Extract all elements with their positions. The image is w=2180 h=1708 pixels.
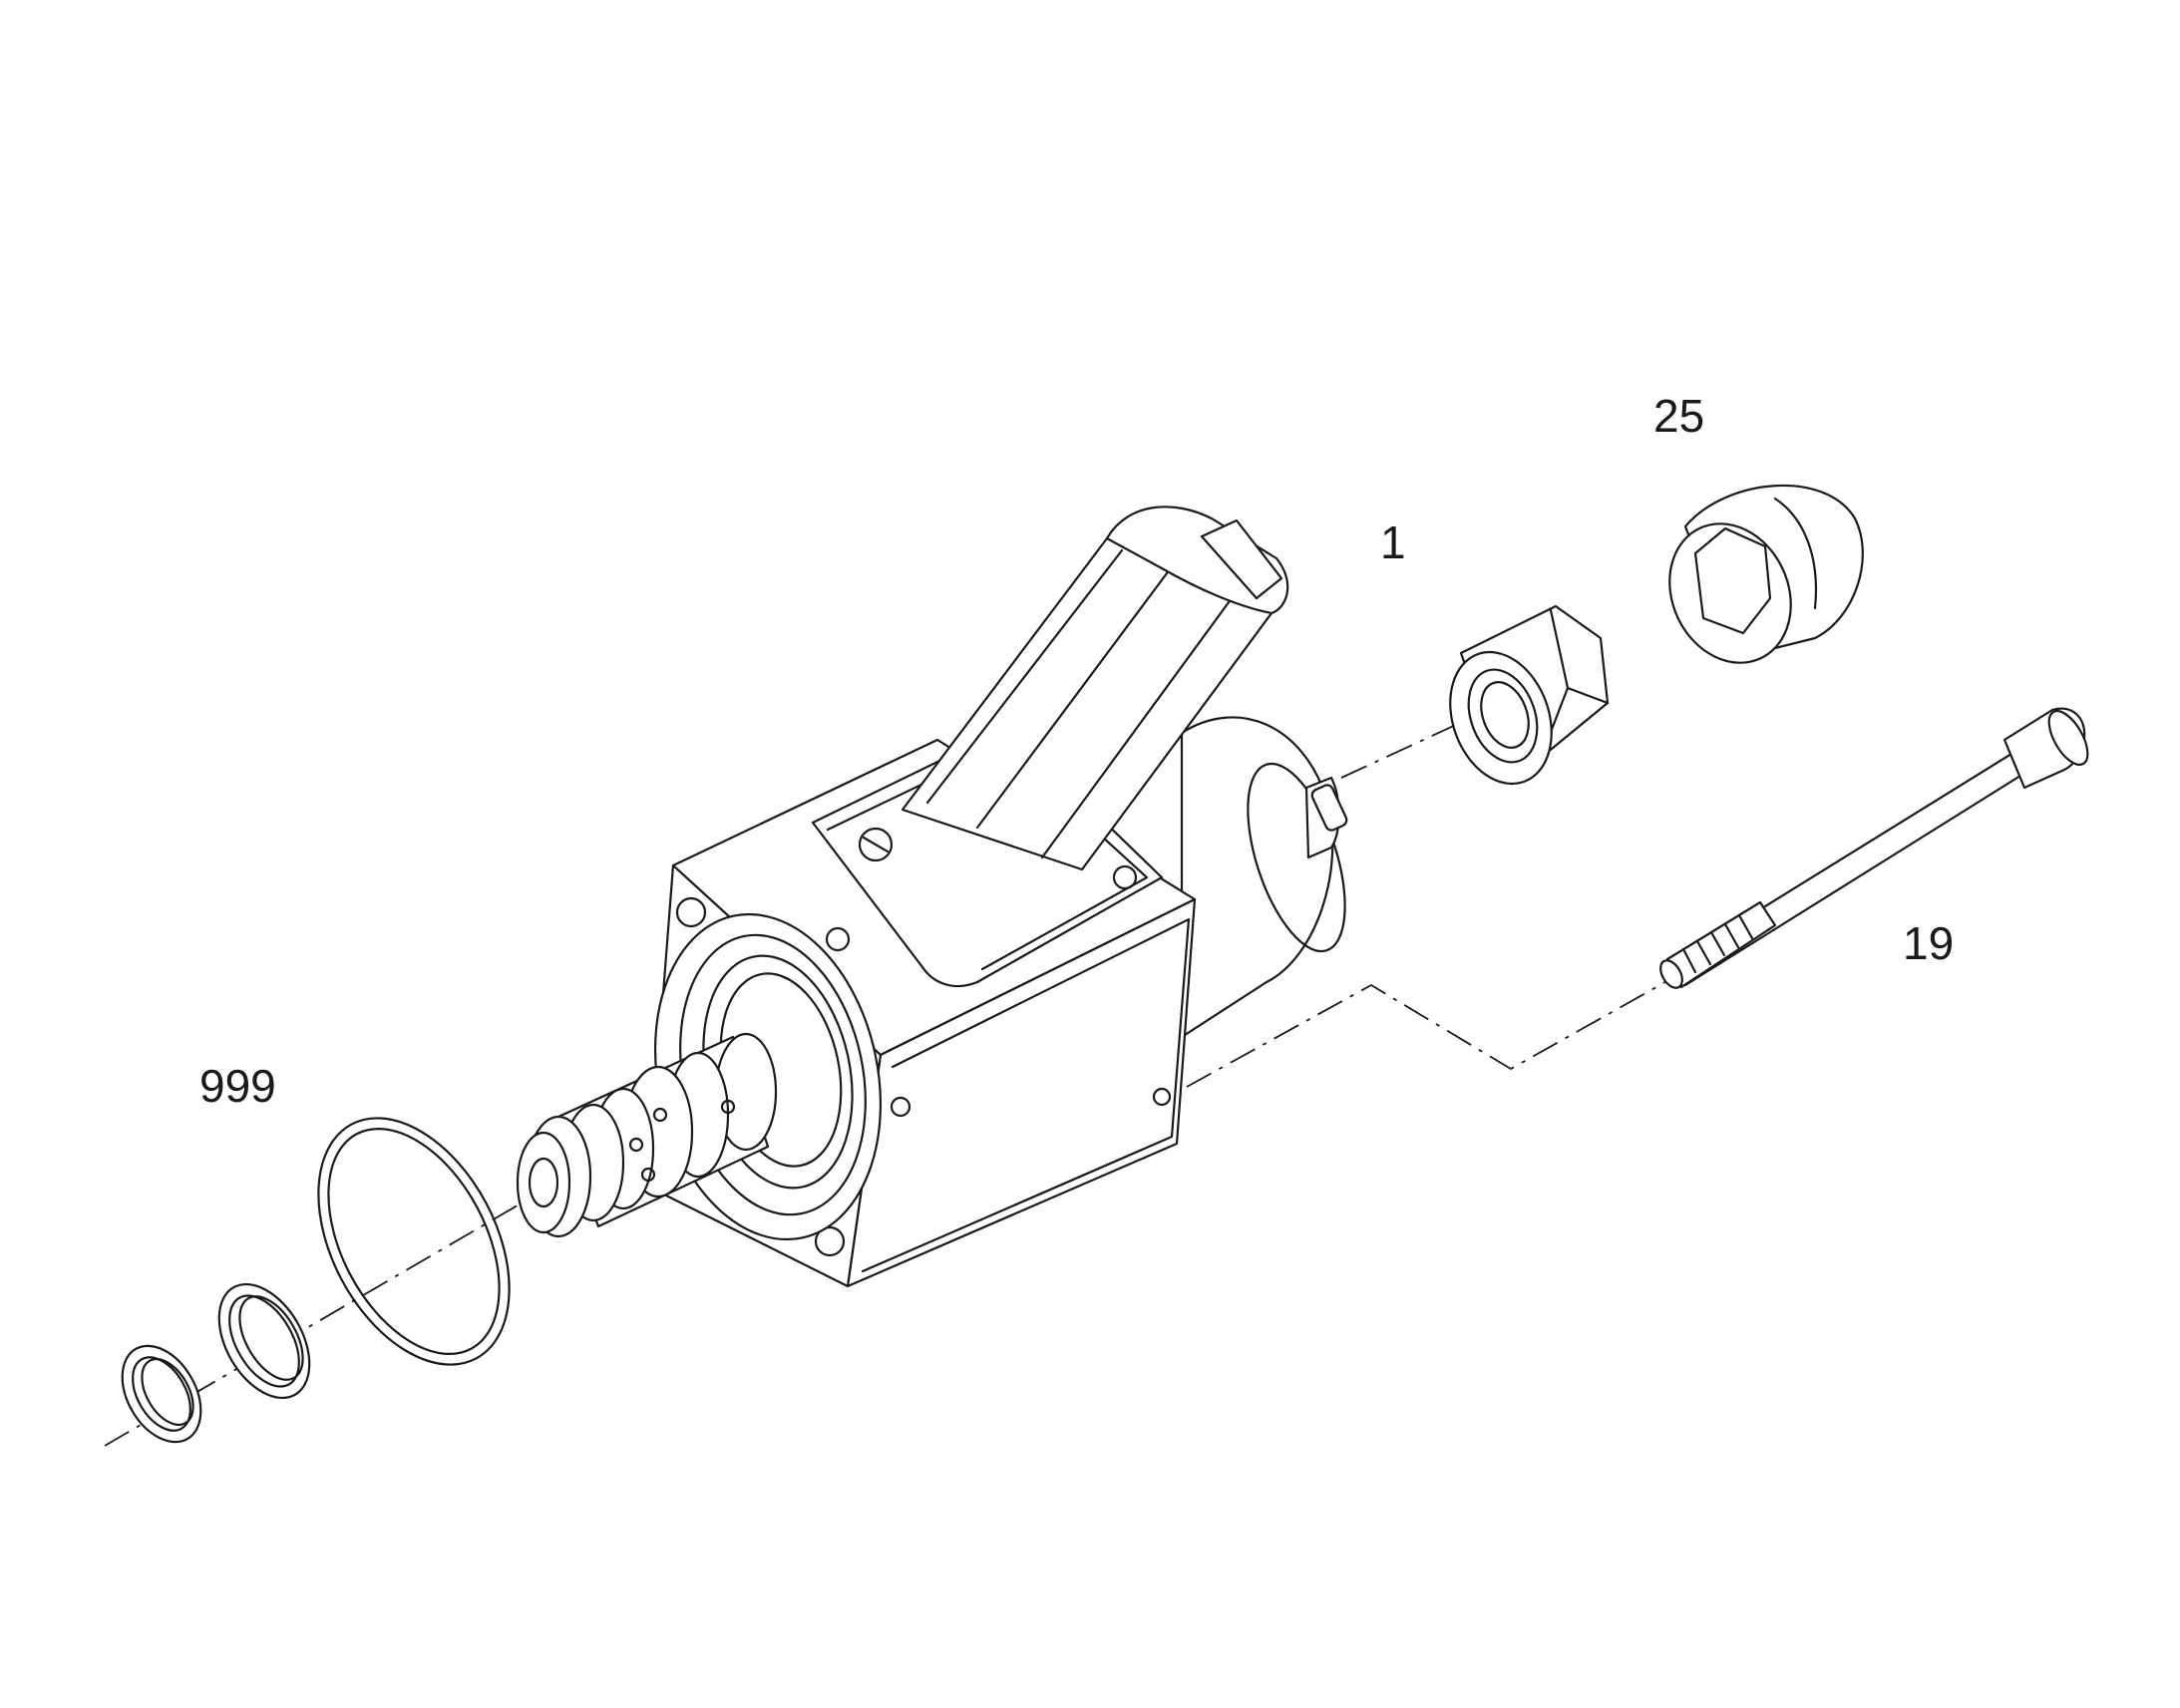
callout-part-25: 25 <box>1653 390 1704 442</box>
nut-axis-line <box>1340 710 1487 779</box>
backup-ring <box>121 1344 202 1444</box>
seal-ring <box>217 1282 311 1400</box>
callout-part-1: 1 <box>1380 516 1406 568</box>
callout-part-999: 999 <box>199 1060 276 1112</box>
large-o-ring <box>317 1117 511 1366</box>
callout-labels: 25 1 19 999 <box>199 390 1954 1112</box>
cap-part <box>1668 484 1864 664</box>
bolt-part <box>1659 707 2089 989</box>
nut-part <box>1449 604 1610 786</box>
bolt-axis-line <box>1186 964 1696 1088</box>
callout-part-19: 19 <box>1903 917 1954 969</box>
solenoid-valve-body <box>516 506 1348 1288</box>
